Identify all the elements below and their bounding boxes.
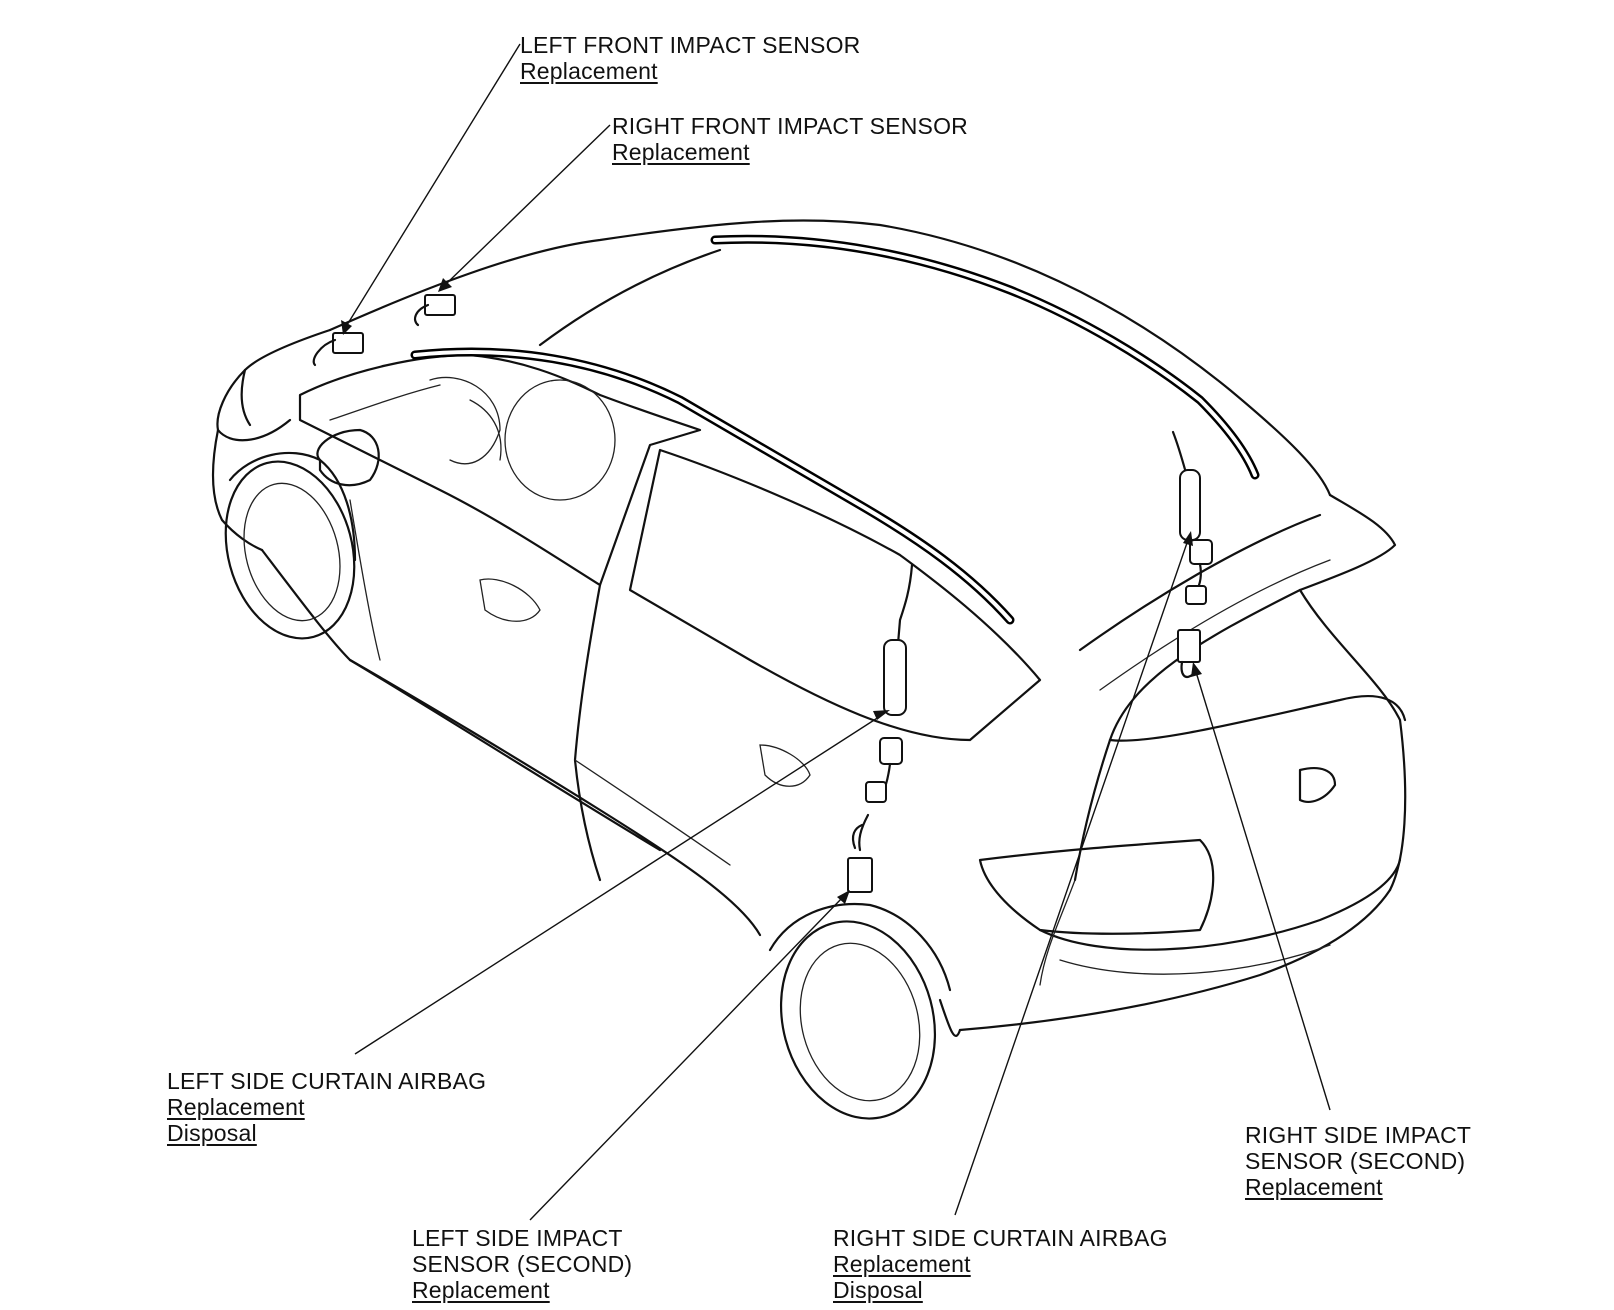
disposal-link[interactable]: Disposal [167,1120,257,1146]
left-side-impact-sensor-icon [847,823,873,893]
callout-title: LEFT SIDE IMPACT SENSOR (SECOND) [412,1225,633,1277]
leader-lines [341,43,1331,1221]
callout-right-front-impact-sensor: RIGHT FRONT IMPACT SENSOR Replacement [612,113,968,165]
left-curtain-inflator [858,563,914,852]
replacement-link[interactable]: Replacement [520,58,658,84]
right-front-impact-sensor-icon [414,294,456,327]
car-body [211,219,1407,1120]
callout-title: RIGHT SIDE IMPACT SENSOR (SECOND) [1245,1122,1472,1174]
disposal-link[interactable]: Disposal [833,1277,923,1303]
replacement-link[interactable]: Replacement [1245,1174,1383,1200]
replacement-link[interactable]: Replacement [412,1277,550,1303]
left-front-impact-sensor-icon [312,332,364,367]
replacement-link[interactable]: Replacement [612,139,750,165]
callout-right-side-impact-sensor: RIGHT SIDE IMPACT SENSOR (SECOND) Replac… [1245,1122,1471,1200]
callout-title: RIGHT SIDE CURTAIN AIRBAG [833,1225,1168,1251]
right-side-impact-sensor-icon [1177,629,1201,678]
callout-title: RIGHT FRONT IMPACT SENSOR [612,113,968,139]
right-curtain-airbag-shape [710,234,1260,480]
callout-left-front-impact-sensor: LEFT FRONT IMPACT SENSOR Replacement [520,32,860,84]
callout-left-side-curtain-airbag: LEFT SIDE CURTAIN AIRBAG Replacement Dis… [167,1068,486,1146]
callout-title: LEFT SIDE CURTAIN AIRBAG [167,1068,487,1094]
replacement-link[interactable]: Replacement [833,1251,971,1277]
callout-left-side-impact-sensor: LEFT SIDE IMPACT SENSOR (SECOND) Replace… [412,1225,632,1303]
callout-title: LEFT FRONT IMPACT SENSOR [520,32,861,58]
callout-right-side-curtain-airbag: RIGHT SIDE CURTAIN AIRBAG Replacement Di… [833,1225,1168,1303]
replacement-link[interactable]: Replacement [167,1094,305,1120]
left-curtain-airbag-shape [410,347,1015,625]
